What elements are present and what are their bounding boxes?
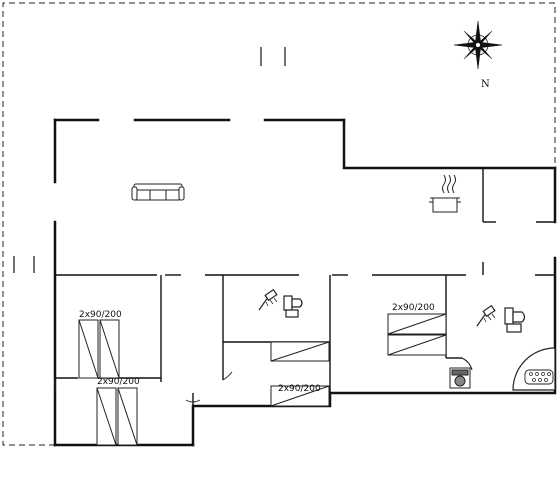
outdoor-marks: [13, 47, 286, 273]
bed-label-bedroom-right: 2x90/200: [392, 303, 435, 313]
bed-label-bedroom-center: 2x90/200: [278, 384, 321, 394]
toilet-icon: [283, 295, 303, 318]
property-boundary: [2, 2, 556, 446]
single-bed-icon: [270, 341, 330, 407]
bed-label-bedroom-left-bottom: 2x90/200: [97, 377, 140, 387]
shower-icon: [476, 304, 496, 327]
compass-rose-icon: [453, 20, 503, 70]
washing-machine-icon: [449, 367, 471, 389]
single-bed-icon: [96, 387, 138, 446]
single-bed-icon: [387, 313, 447, 356]
sofa-icon: [131, 183, 185, 201]
bed-label-bedroom-left-top: 2x90/200: [79, 310, 122, 320]
interior-walls: [55, 168, 555, 406]
north-label: N: [481, 79, 490, 90]
door-swings: [54, 357, 473, 403]
toilet-icon: [504, 307, 526, 333]
shower-icon: [258, 288, 278, 311]
single-bed-icon: [78, 319, 120, 379]
cooking-pot-icon: [429, 174, 461, 213]
hot-tub-icon: [512, 347, 556, 391]
